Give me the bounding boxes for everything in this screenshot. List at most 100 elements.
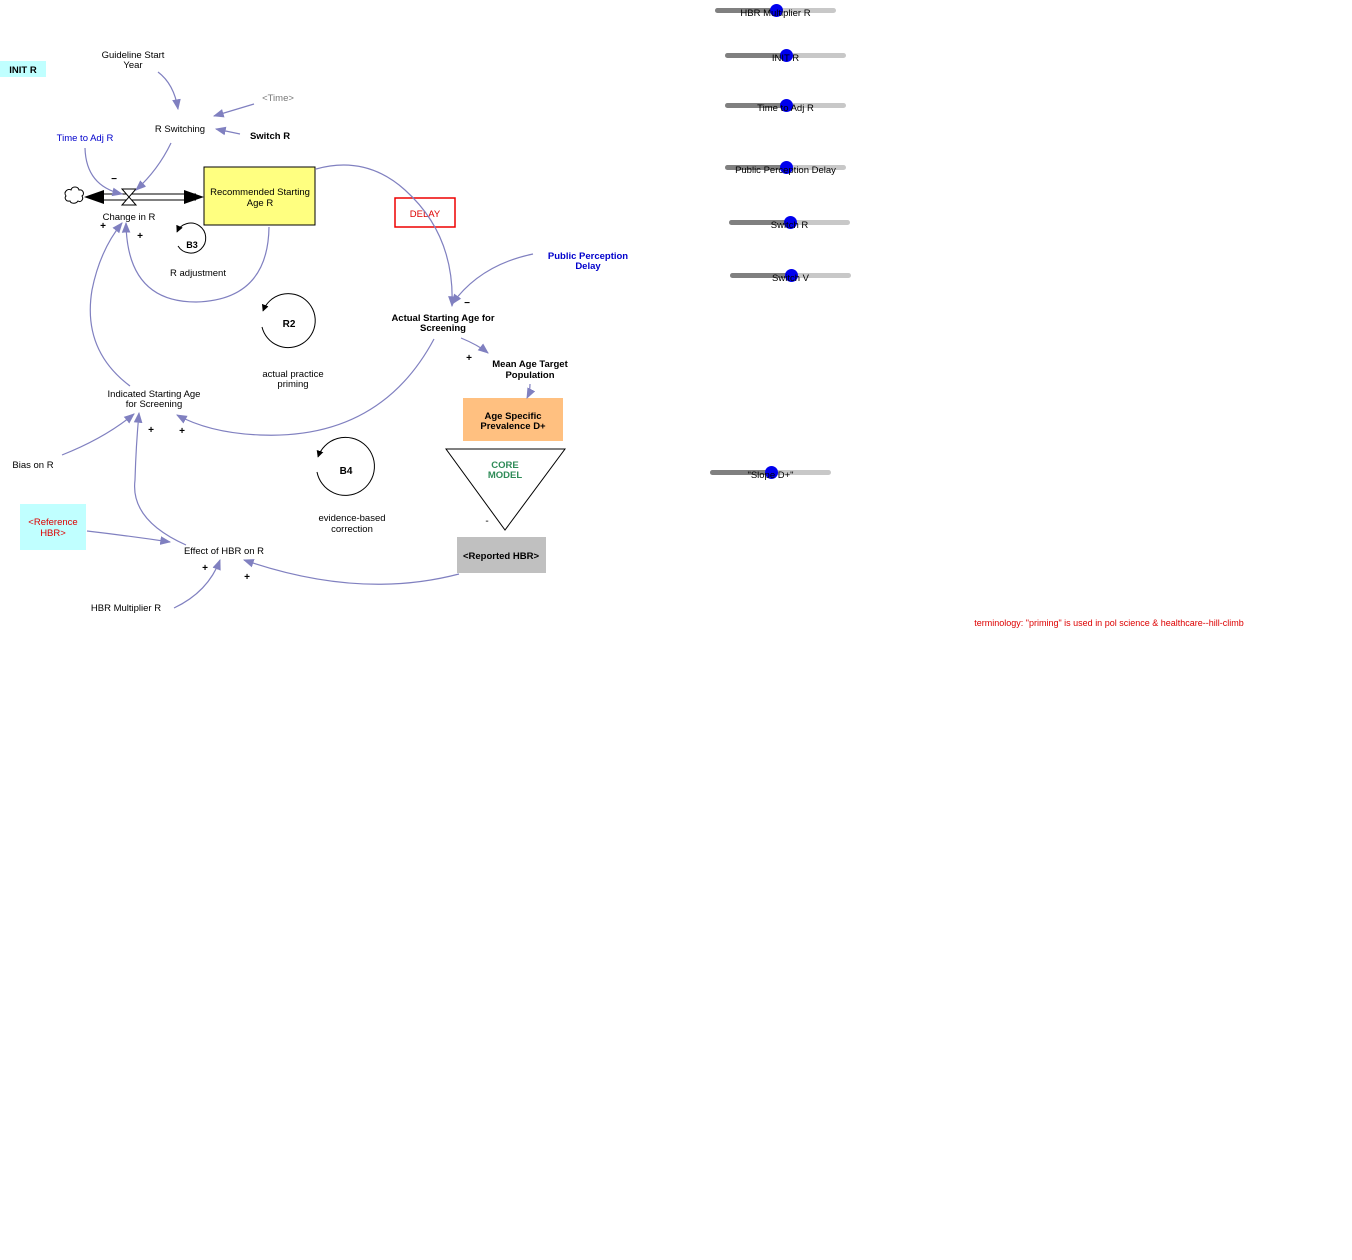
slider-label: HBR Multiplier R [740, 8, 811, 19]
slider-label: Switch V [772, 273, 809, 284]
slider-knob[interactable] [779, 161, 793, 174]
slider-fill [730, 273, 791, 278]
loop-r2: R2 actual practice priming [261, 293, 324, 390]
slider-knob[interactable] [764, 466, 778, 479]
public-perception-delay-line1: Public Perception [548, 251, 628, 262]
terminology-note: terminology: "priming" is used in pol sc… [974, 618, 1244, 628]
slider-label: Public Perception Delay [735, 165, 836, 176]
delay-label: DELAY [410, 209, 441, 220]
link-mean-to-prevalence [526, 383, 536, 399]
public-perception-delay-line2: Delay [575, 261, 601, 272]
slider-public-perception-delay[interactable]: Public Perception Delay [725, 161, 846, 176]
slider-fill [710, 470, 771, 475]
slider-switch-v[interactable]: Switch V [730, 269, 851, 284]
link-reference-to-effect [86, 530, 172, 545]
slider-fill [725, 53, 786, 58]
switch-r-variable: Switch R [250, 131, 290, 142]
age-specific-prevalence-box: Age Specific Prevalence D+ [463, 398, 563, 441]
slider-init-r[interactable]: INIT R [725, 49, 846, 64]
init-r-box[interactable]: INIT R [0, 61, 46, 77]
slider-label: Switch R [770, 220, 809, 231]
slider-knob[interactable] [783, 216, 797, 229]
link-actual-to-mean [460, 337, 489, 354]
indicated-starting-age-line1: Indicated Starting Age [108, 389, 201, 400]
causal-links [61, 71, 536, 609]
polarity-minus-icon: - [485, 516, 488, 527]
indicated-starting-age-line2: for Screening [126, 399, 183, 410]
slider-label: INIT R [771, 53, 800, 64]
guideline-start-year-line1: Guideline Start [102, 50, 165, 61]
r-switching-variable: R Switching [155, 124, 205, 135]
reported-hbr-label: <Reported HBR> [463, 551, 539, 562]
reference-hbr-line1: <Reference [28, 517, 77, 528]
slider-time-to-adj-r[interactable]: Time to Adj R [725, 99, 846, 114]
slider-knob[interactable] [779, 49, 793, 62]
recommended-starting-age-line2: Age R [247, 198, 274, 209]
polarity-plus-icon: + [179, 426, 185, 437]
reference-hbr-line2: HBR> [40, 528, 66, 539]
age-specific-prevalence-line1: Age Specific [484, 411, 541, 422]
slider-knob[interactable] [784, 269, 798, 282]
core-model-line1: CORE [491, 460, 518, 471]
loop-arrow-icon [316, 436, 375, 496]
slider-label: Time to Adj R [757, 103, 814, 114]
loop-b3-name: B3 [186, 240, 198, 250]
hbr-multiplier-r-variable: HBR Multiplier R [91, 603, 161, 614]
link-stock-to-change [121, 221, 270, 303]
effect-of-hbr-variable: Effect of HBR on R [184, 546, 264, 557]
core-model-triangle: CORE MODEL [445, 448, 566, 531]
slider-fill [729, 220, 790, 225]
loop-arrow-icon [176, 222, 207, 254]
core-model-line2: MODEL [488, 470, 523, 481]
link-time-to-switching [212, 103, 255, 118]
guideline-start-year-line2: Year [123, 60, 142, 71]
loop-b3-label: R adjustment [170, 268, 226, 279]
polarity-minus-icon: − [464, 298, 470, 309]
slider-fill [715, 8, 776, 13]
link-timeadj-to-change [84, 147, 124, 197]
reported-hbr-box: <Reported HBR> [457, 537, 546, 573]
slider-hbr-multiplier-r[interactable]: HBR Multiplier R [715, 4, 836, 19]
slider-knob[interactable] [779, 99, 793, 112]
polarity-plus-icon: + [100, 221, 106, 232]
loop-b4-label-line2: correction [331, 524, 373, 535]
loop-r2-name: R2 [283, 319, 296, 330]
link-guideline-to-switching [157, 71, 181, 111]
link-bias-to-indicated [61, 413, 135, 456]
slider-knob[interactable] [769, 4, 783, 17]
link-reported-to-effect [242, 559, 460, 585]
bias-on-r-variable: Bias on R [12, 460, 53, 471]
init-r-label: INIT R [9, 65, 37, 76]
mean-age-target-line2: Population [505, 370, 554, 381]
link-stock-to-actual [315, 164, 457, 308]
link-actual-to-indicated [176, 338, 435, 436]
mean-age-target-line1: Mean Age Target [492, 359, 568, 370]
polarity-signs: − + + − + + + - + + [100, 174, 489, 583]
link-multiplier-to-effect [173, 558, 221, 609]
valve-icon [120, 188, 138, 206]
polarity-plus-icon: + [202, 563, 208, 574]
slider-slope-d-plus[interactable]: "Slope D+" [710, 466, 831, 481]
loop-b3: B3 R adjustment [170, 222, 226, 279]
recommended-starting-age-stock[interactable]: Recommended Starting Age R [203, 166, 316, 226]
link-effect-to-indicated [133, 411, 187, 546]
slider-fill [725, 165, 786, 170]
time-shadow-variable: <Time> [262, 93, 294, 104]
loop-b4-name: B4 [340, 466, 353, 477]
reference-hbr-box: <Reference HBR> [20, 504, 86, 550]
polarity-minus-icon: − [111, 174, 117, 185]
actual-starting-age-line1: Actual Starting Age for [391, 313, 494, 324]
link-perception-to-actual [451, 253, 534, 305]
age-specific-prevalence-line2: Prevalence D+ [480, 421, 546, 432]
time-to-adj-r-variable: Time to Adj R [57, 133, 114, 144]
link-indicated-to-change [89, 222, 131, 387]
polarity-plus-icon: + [244, 572, 250, 583]
loop-r2-label-line2: priming [277, 379, 308, 390]
slider-switch-r[interactable]: Switch R [729, 216, 850, 231]
loop-arrow-icon [261, 293, 316, 349]
slider-fill [725, 103, 786, 108]
recommended-starting-age-line1: Recommended Starting [210, 187, 310, 198]
flow-pipe-change-in-r [84, 188, 204, 206]
polarity-plus-icon: + [137, 231, 143, 242]
